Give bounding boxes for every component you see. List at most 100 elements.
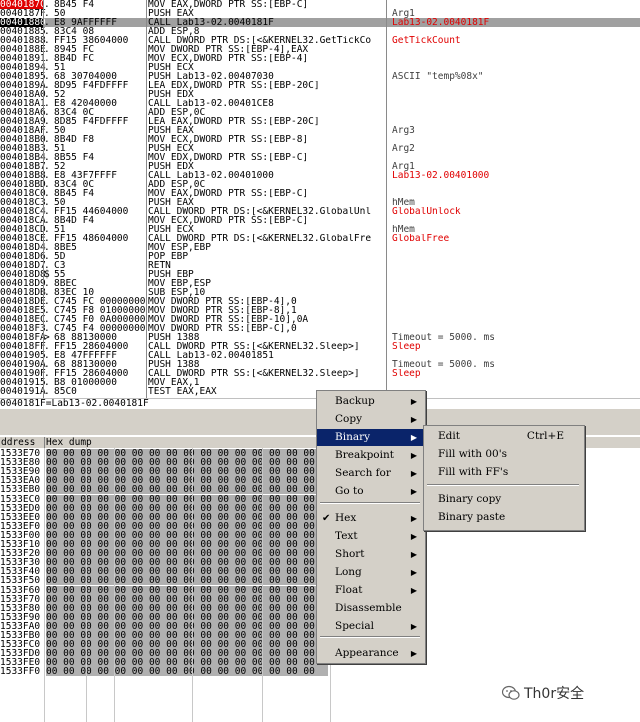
menu-item-long[interactable]: Long▶ bbox=[317, 564, 423, 581]
submenu-item-fill-with-00-s[interactable]: Fill with 00's bbox=[424, 446, 582, 463]
hex-address-cell: 1533E80 bbox=[0, 457, 41, 469]
menu-item-search-for[interactable]: Search for▶ bbox=[317, 465, 423, 482]
hex-bytes-cell: C745 FC 00000000 bbox=[54, 297, 146, 306]
flow-marker: . bbox=[44, 296, 50, 307]
menu-item-label: Binary bbox=[335, 431, 371, 443]
menu-item-short[interactable]: Short▶ bbox=[317, 546, 423, 563]
menu-item-text[interactable]: Text▶ bbox=[317, 528, 423, 545]
submenu-item-binary-copy[interactable]: Binary copy bbox=[424, 491, 582, 508]
menu-item-float[interactable]: Float▶ bbox=[317, 582, 423, 599]
hex-bytes-cell: FF15 28604000 bbox=[54, 342, 129, 351]
menu-item-go-to[interactable]: Go to▶ bbox=[317, 483, 423, 500]
menu-item-copy[interactable]: Copy▶ bbox=[317, 411, 423, 428]
menu-item-appearance[interactable]: Appearance▶ bbox=[317, 645, 423, 662]
menu-item-breakpoint[interactable]: Breakpoint▶ bbox=[317, 447, 423, 464]
address-column-header[interactable]: ddress bbox=[0, 437, 45, 448]
hex-bytes-cell: C745 F8 01000000 bbox=[54, 306, 146, 315]
submenu-item-fill-with-ff-s[interactable]: Fill with FF's bbox=[424, 464, 582, 481]
hex-bytes-cell: E8 43F7FFFF bbox=[54, 171, 117, 180]
hexdump-column-header[interactable]: Hex dump bbox=[45, 437, 330, 448]
submenu-item-binary-paste[interactable]: Binary paste bbox=[424, 509, 582, 526]
instruction-cell: LEA EAX,DWORD PTR SS:[EBP-20C] bbox=[148, 117, 320, 126]
address-cell: 00401880 bbox=[0, 17, 46, 28]
menu-item-special[interactable]: Special▶ bbox=[317, 618, 423, 635]
menu-item-disassemble[interactable]: Disassemble bbox=[317, 600, 423, 617]
menu-item-hex[interactable]: ✔Hex▶ bbox=[317, 510, 423, 527]
menu-item-binary[interactable]: Binary▶ bbox=[317, 429, 423, 446]
menu-item-backup[interactable]: Backup▶ bbox=[317, 393, 423, 410]
